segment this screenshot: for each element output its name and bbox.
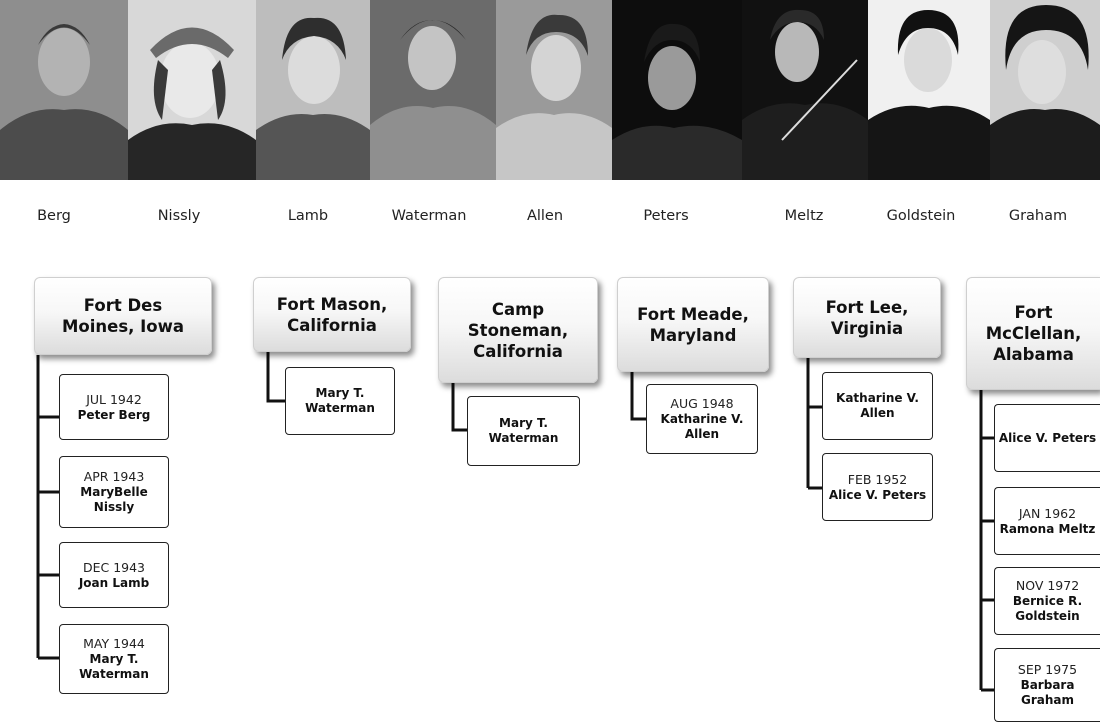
portrait-allen [496,0,612,180]
portrait-lamb [256,0,370,180]
assignment-name: Peter Berg [77,407,151,422]
assignment-name: Bernice R. Goldstein [1012,594,1083,623]
portrait-name: Nissly [157,208,201,224]
portrait-berg [0,0,128,180]
assignment-name: Alice V. Peters [828,487,927,502]
location-box: Fort Des Moines, Iowa [34,277,212,355]
assignment-date: JUL 1942 [86,391,142,407]
assignment-name: Mary T. Waterman [305,386,375,415]
portrait-waterman [370,0,496,180]
assignment-name: Joan Lamb [78,575,150,590]
assignment-name: Mary T. Waterman [488,416,559,445]
portrait-peters [612,0,742,180]
assignment-name: Mary T. Waterman [79,652,149,681]
portrait-name: Goldstein [886,208,956,224]
portrait-goldstein [868,0,990,180]
assignment-name: Katharine V. Allen [836,391,919,420]
portrait-graham [990,0,1100,180]
assignment-date: NOV 1972 [1015,578,1080,593]
portrait-name: Meltz [784,208,824,224]
portrait-name: Graham [1008,208,1068,224]
assignment-box: Katharine V. Allen [822,372,933,440]
assignment-date: JAN 1962 [1018,505,1077,521]
assignment-date: FEB 1952 [847,471,908,487]
portrait-meltz [742,0,868,180]
assignment-date: DEC 1943 [82,559,146,575]
portrait-nissly [128,0,256,180]
assignment-name: Alice V. Peters [998,430,1097,445]
assignment-box: Mary T. Waterman [467,396,580,466]
location-box: Fort Mason, California [253,277,411,352]
assignment-date: APR 1943 [83,469,145,484]
assignment-name: Ramona Meltz [999,521,1096,536]
assignment-date: MAY 1944 [83,636,145,651]
assignment-date: AUG 1948 [670,396,734,411]
assignment-name: MaryBelle Nissly [80,485,148,514]
assignment-date: SEP 1975 [1017,662,1078,677]
location-box: Fort Meade, Maryland [617,277,769,372]
assignment-box: Alice V. Peters [994,404,1100,472]
assignment-name: Barbara Graham [1020,678,1075,707]
portrait-strip [0,0,1100,180]
portrait-name: Peters [643,208,689,224]
assignment-name: Katharine V. Allen [660,412,744,441]
assignment-box: Mary T. Waterman [285,367,395,435]
portrait-name: Berg [37,208,71,224]
portrait-name: Waterman [391,208,467,224]
location-box: Fort Lee, Virginia [793,277,941,358]
location-box: Fort McClellan, Alabama [966,277,1100,390]
portrait-name: Allen [526,208,564,224]
location-box: Camp Stoneman, California [438,277,598,383]
portrait-name: Lamb [287,208,329,224]
